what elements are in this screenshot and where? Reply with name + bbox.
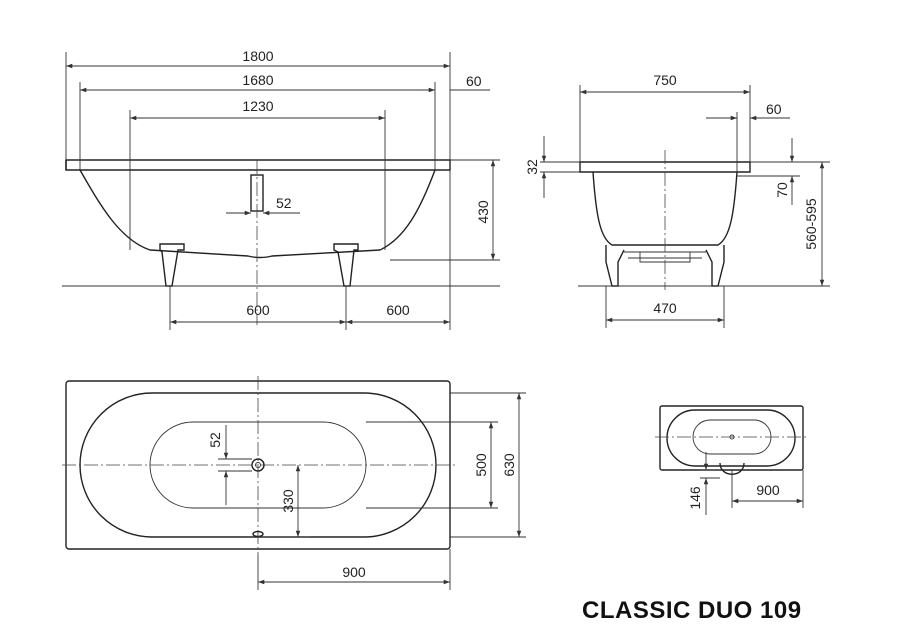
dim-560-595: 560-595	[803, 198, 819, 250]
dim-1230: 1230	[242, 98, 273, 114]
end-view: 750 60 32 70 560-595 470	[524, 72, 830, 328]
side-leg-right	[333, 243, 359, 287]
end-leg-left	[605, 245, 625, 287]
dim-330: 330	[280, 489, 296, 513]
mini-plan-view: 900 146	[655, 405, 808, 515]
dim-900-mini: 900	[756, 482, 780, 498]
dim-630: 630	[501, 453, 517, 477]
dim-1680: 1680	[242, 72, 273, 88]
dim-60-side: 60	[466, 73, 482, 89]
mini-outer-rim	[659, 405, 804, 471]
plan-overflow	[252, 530, 264, 538]
dim-600-left: 600	[246, 302, 270, 318]
dim-600-right: 600	[386, 302, 410, 318]
dim-500: 500	[473, 453, 489, 477]
dim-52-plan: 52	[207, 432, 223, 448]
dim-52-side: 52	[276, 195, 292, 211]
side-view: 1800 1680 1230 60 52 430 600 600	[62, 48, 500, 330]
dim-32: 32	[524, 159, 540, 175]
dim-900-plan: 900	[342, 564, 366, 580]
dim-70: 70	[774, 182, 790, 198]
dim-146: 146	[687, 486, 703, 510]
dim-470: 470	[653, 300, 677, 316]
model-title: CLASSIC DUO 109	[582, 597, 802, 624]
mini-drain	[729, 434, 735, 440]
plan-drain	[251, 458, 265, 472]
plan-view: 52 330 500 630 900	[62, 376, 526, 590]
dim-60-end: 60	[766, 101, 782, 117]
mini-inner-basin	[666, 409, 796, 467]
dim-1800: 1800	[242, 48, 273, 64]
dim-430: 430	[475, 200, 491, 224]
side-rim	[65, 159, 451, 171]
end-leg-right	[705, 245, 725, 287]
side-tub-body	[79, 169, 436, 259]
dim-750: 750	[653, 72, 677, 88]
